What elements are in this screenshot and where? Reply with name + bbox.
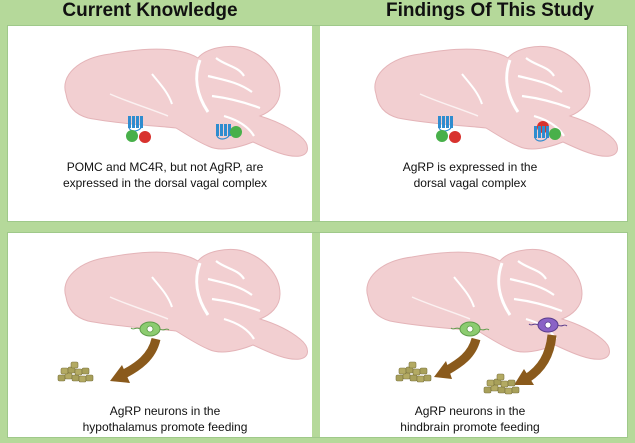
caption-line: AgRP neurons in the [414,404,526,418]
caption-bottom-left: AgRP neurons in the hypothalamus promote… [18,403,312,435]
food-pellets-icon [483,373,520,395]
curved-arrow-icon [119,337,161,380]
caption-line: expressed in the dorsal vagal complex [62,176,268,190]
caption-line: AgRP is expressed in the [402,160,538,174]
panel-divider [312,26,320,221]
food-pellets-icon [57,361,94,383]
caption-top-left: POMC and MC4R, but not AgRP, are express… [18,159,312,191]
ligand-red-icon [139,131,151,143]
arrow-head-icon [110,365,130,383]
caption-line: AgRP neurons in the [109,404,221,418]
caption-line: dorsal vagal complex [413,176,527,190]
arrow-head-icon [514,369,534,385]
brain-sagittal-icon [57,247,309,383]
curved-arrow-icon [443,337,481,375]
top-panel: POMC and MC4R, but not AgRP, are express… [7,25,628,222]
heading-findings: Findings Of This Study [386,0,594,21]
ligand-green-icon [126,130,138,142]
food-pellets-icon [395,361,432,383]
brain-sagittal-icon [365,247,611,395]
brain-sagittal-icon [373,44,619,158]
caption-bottom-right: AgRP neurons in the hindbrain promote fe… [320,403,620,435]
arrow-head-icon [434,361,452,379]
brain-sagittal-icon [63,44,309,158]
caption-line: POMC and MC4R, but not AgRP, are [66,160,264,174]
caption-line: hypothalamus promote feeding [82,420,248,434]
ligand-red-icon [449,131,461,143]
caption-top-right: AgRP is expressed in the dorsal vagal co… [320,159,620,191]
ligand-green-icon [549,128,561,140]
ligand-green-icon [436,130,448,142]
ligand-green-icon [230,126,242,138]
panel-divider [312,233,320,437]
caption-line: hindbrain promote feeding [400,420,540,434]
heading-current-knowledge: Current Knowledge [62,0,238,21]
curved-arrow-icon [523,334,557,383]
bottom-panel: AgRP neurons in the hypothalamus promote… [7,232,628,438]
